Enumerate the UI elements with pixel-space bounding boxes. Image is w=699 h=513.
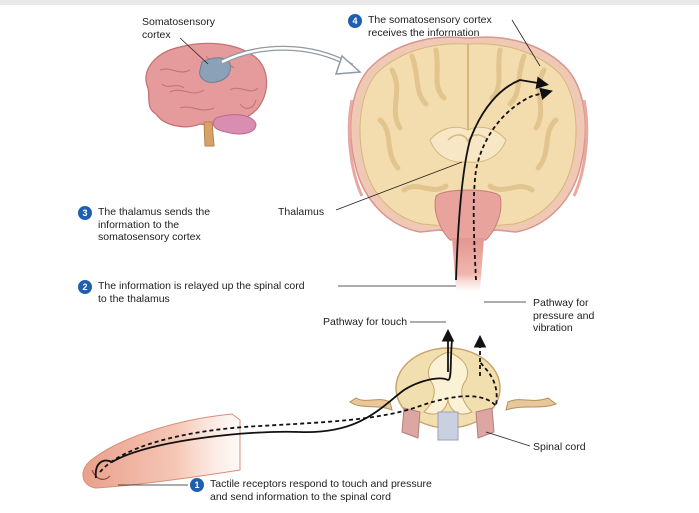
step-4: 4 The somatosensory cortex receives the … [348, 14, 492, 39]
touch-pathway-upper [455, 76, 549, 281]
pressure-pathway-lower [99, 361, 498, 473]
step-2-text: The information is relayed up the spinal… [98, 280, 305, 305]
step-3-badge: 3 [78, 206, 92, 220]
top-bar [0, 0, 699, 5]
spinal-cord-illustration [349, 347, 558, 441]
lateral-brain-illustration [145, 42, 268, 147]
pathway-pressure-label: Pathway for pressure and vibration [533, 297, 595, 334]
cortex-leader-line [511, 19, 541, 67]
finger-illustration [82, 413, 241, 489]
step-1-text: Tactile receptors respond to touch and p… [210, 478, 432, 503]
step-4-text: The somatosensory cortex receives the in… [368, 14, 492, 39]
step-1-badge: 1 [190, 478, 204, 492]
somatosensory-leader-line [179, 37, 209, 65]
step-2-badge: 2 [78, 280, 92, 294]
step-3: 3 The thalamus sends the information to … [78, 206, 210, 244]
step-2: 2 The information is relayed up the spin… [78, 280, 305, 305]
step-3-text: The thalamus sends the information to th… [98, 206, 211, 243]
thalamus-leader-line [335, 161, 463, 211]
step-4-badge: 4 [348, 14, 362, 28]
pressure-pathway-upper [472, 87, 553, 281]
thalamus-label: Thalamus [278, 206, 325, 218]
pathway-touch-label: Pathway for touch [323, 316, 408, 328]
spinal-cord-label: Spinal cord [533, 441, 586, 453]
spinal-cord-leader-line [485, 431, 531, 447]
step-1: 1 Tactile receptors respond to touch and… [190, 478, 432, 503]
coronal-brain-illustration [347, 36, 589, 290]
somatosensory-cortex-label: Somatosensory cortex [142, 16, 215, 41]
